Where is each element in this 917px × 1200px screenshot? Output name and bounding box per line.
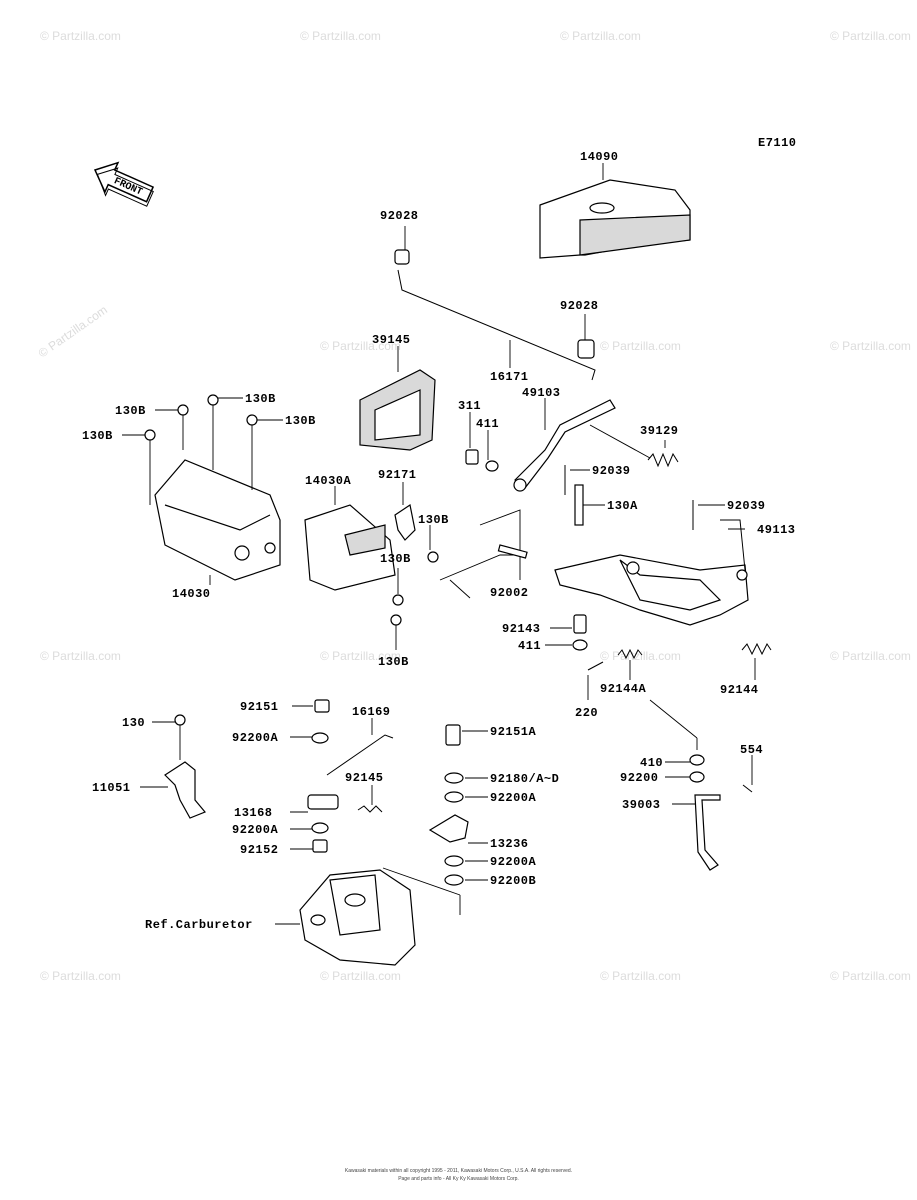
callout-130b-6: 130B	[380, 552, 411, 566]
callout-92039-right: 92039	[727, 499, 766, 513]
callout-311: 311	[458, 399, 481, 413]
diagram-code: E7110	[758, 136, 797, 150]
callout-92151: 92151	[240, 700, 279, 714]
screw-220	[587, 661, 604, 671]
callout-130b-4: 130B	[82, 429, 113, 443]
callout-92028-top: 92028	[380, 209, 419, 223]
svg-text:© Partzilla.com: © Partzilla.com	[830, 649, 911, 663]
callout-92200a-3: 92200A	[490, 791, 537, 805]
callout-554: 554	[740, 743, 763, 757]
callout-410: 410	[640, 756, 663, 770]
callout-13168: 13168	[234, 806, 273, 820]
callout-16169: 16169	[352, 705, 391, 719]
callout-92200a-4: 92200A	[490, 855, 537, 869]
callout-411-top: 411	[476, 417, 499, 431]
callout-92171: 92171	[378, 468, 417, 482]
callout-92180: 92180/A~D	[490, 772, 559, 786]
svg-text:© Partzilla.com: © Partzilla.com	[600, 649, 681, 663]
bracket-11051	[164, 761, 206, 819]
svg-text:© Partzilla.com: © Partzilla.com	[320, 969, 401, 983]
footer-copyright: Kawasaki materials within all copyright …	[344, 1168, 573, 1174]
callout-14090: 14090	[580, 150, 619, 164]
bolt-130b-5	[427, 551, 439, 563]
callout-220: 220	[575, 706, 598, 720]
lever-39003	[649, 699, 753, 871]
bolt-92002	[497, 544, 528, 559]
callout-92144a: 92144A	[600, 682, 647, 696]
bolt-130b-7	[390, 614, 402, 626]
callout-92151a: 92151A	[490, 725, 537, 739]
callout-130: 130	[122, 716, 145, 730]
callout-14030: 14030	[172, 587, 211, 601]
callout-92143: 92143	[502, 622, 541, 636]
callout-49103: 49103	[522, 386, 561, 400]
callout-39145: 39145	[372, 333, 411, 347]
rod-16171	[394, 226, 596, 381]
cover-14090	[539, 163, 691, 259]
washer-411-lower	[572, 639, 588, 651]
callout-130b-5: 130B	[418, 513, 449, 527]
callout-92145: 92145	[345, 771, 384, 785]
spring-39129	[589, 424, 679, 468]
svg-text:© Partzilla.com: © Partzilla.com	[600, 969, 681, 983]
bolt-130b-6	[392, 594, 404, 606]
callout-14030a: 14030A	[305, 474, 352, 488]
callout-130a: 130A	[607, 499, 638, 513]
callout-16171: 16171	[490, 370, 529, 384]
callout-92144: 92144	[720, 683, 759, 697]
reference-carburetor: Ref.Carburetor	[145, 918, 253, 932]
front-arrow-icon: FRONT	[93, 161, 155, 207]
callout-39003: 39003	[622, 798, 661, 812]
spring-92144	[741, 642, 772, 656]
callout-92200a-1: 92200A	[232, 731, 279, 745]
svg-text:© Partzilla.com: © Partzilla.com	[40, 969, 121, 983]
svg-text:© Partzilla.com: © Partzilla.com	[300, 29, 381, 43]
bolt-130a	[574, 484, 584, 526]
callout-411-bottom: 411	[518, 639, 541, 653]
washer-411	[485, 460, 499, 472]
bolt-130	[174, 714, 186, 726]
callout-11051: 11051	[92, 781, 131, 795]
bracket-49113	[554, 519, 749, 626]
svg-text:© Partzilla.com: © Partzilla.com	[830, 339, 911, 353]
bracket-39145	[359, 346, 436, 451]
callout-92200: 92200	[620, 771, 659, 785]
callout-92200a-2: 92200A	[232, 823, 279, 837]
watermark-diagonal: © Partzilla.com	[36, 303, 110, 361]
lever-49103	[513, 398, 616, 492]
linkage-left	[290, 699, 394, 853]
callout-49113: 49113	[757, 523, 796, 537]
svg-text:© Partzilla.com: © Partzilla.com	[830, 29, 911, 43]
callout-130b-2: 130B	[245, 392, 276, 406]
callout-39129: 39129	[640, 424, 679, 438]
svg-text:© Partzilla.com: © Partzilla.com	[830, 969, 911, 983]
svg-text:© Partzilla.com: © Partzilla.com	[600, 339, 681, 353]
svg-text:© Partzilla.com: © Partzilla.com	[40, 649, 121, 663]
bolts-130b	[122, 394, 283, 505]
svg-text:© Partzilla.com: © Partzilla.com	[320, 649, 401, 663]
footer-info: Page and parts info - All Ky Ky Kawasaki…	[398, 1176, 519, 1182]
bracket-14030a	[304, 486, 396, 591]
svg-text:© Partzilla.com: © Partzilla.com	[40, 29, 121, 43]
callout-130b-1: 130B	[115, 404, 146, 418]
collar-92143	[573, 614, 587, 634]
callout-130b-3: 130B	[285, 414, 316, 428]
linkage-right	[428, 724, 488, 886]
spring-92144a	[617, 648, 643, 660]
callout-92200b: 92200B	[490, 874, 536, 888]
clamp-92171	[394, 504, 416, 541]
callout-92002: 92002	[490, 586, 529, 600]
svg-text:© Partzilla.com: © Partzilla.com	[320, 339, 401, 353]
cover-14030	[154, 459, 281, 585]
svg-text:© Partzilla.com: © Partzilla.com	[560, 29, 641, 43]
callout-92152: 92152	[240, 843, 279, 857]
callout-92028-bottom: 92028	[560, 299, 599, 313]
carburetor-body	[275, 867, 461, 966]
callout-130b-7: 130B	[378, 655, 409, 669]
collar-311	[465, 449, 479, 465]
callout-92039-left: 92039	[592, 464, 631, 478]
callout-13236: 13236	[490, 837, 529, 851]
